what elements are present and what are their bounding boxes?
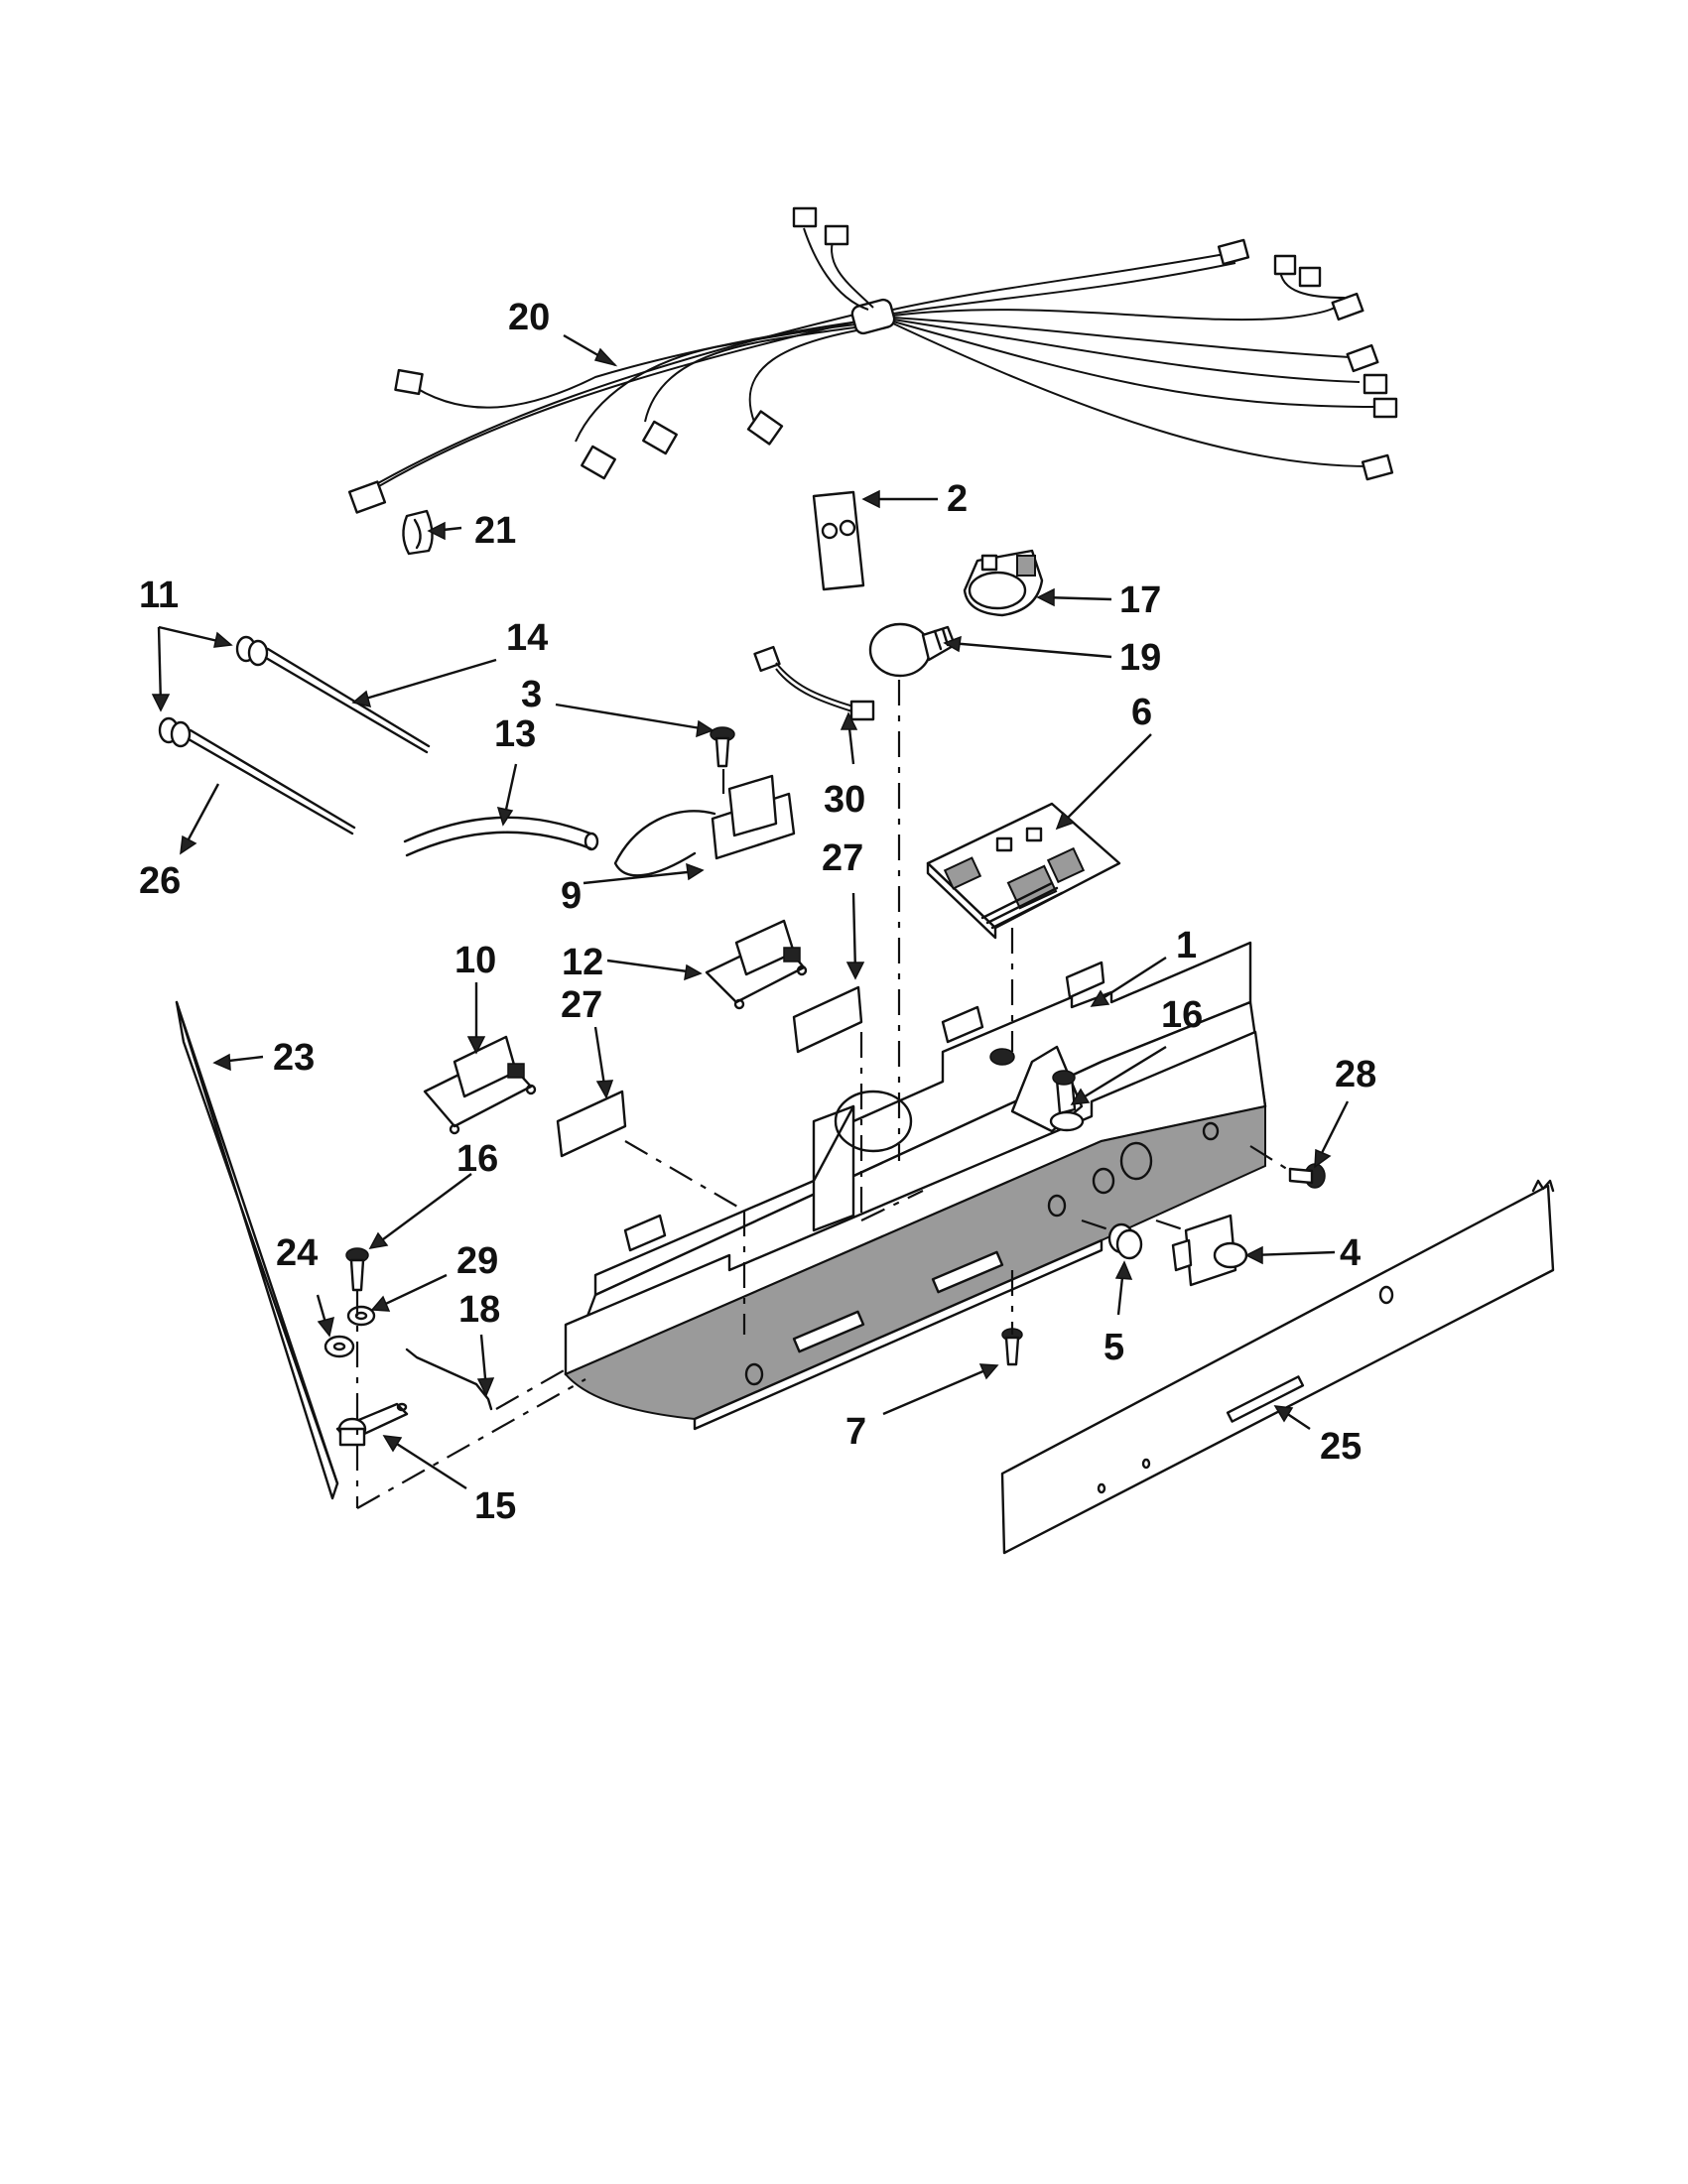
label-lower (556, 1090, 627, 1158)
callout-30: 30 (824, 779, 865, 821)
control-board (926, 802, 1121, 940)
callout-18: 18 (458, 1289, 500, 1331)
callout-12: 12 (562, 942, 603, 983)
alignment-lines (355, 680, 1291, 1509)
callout-24: 24 (276, 1232, 318, 1274)
callout-27b: 27 (561, 984, 602, 1026)
callout-9: 9 (561, 875, 582, 917)
light-switch-knob (1107, 1222, 1143, 1260)
door-seal-strip (175, 1000, 339, 1500)
lamp-socket (963, 549, 1044, 617)
screw-side (1288, 1163, 1326, 1189)
label-upper (792, 985, 863, 1054)
wire-jumper (753, 645, 875, 721)
callout-3: 3 (521, 674, 542, 715)
bolt-lower (345, 1247, 369, 1292)
bolt-upper (1049, 1070, 1085, 1132)
callout-27a: 27 (822, 837, 863, 879)
callout-17: 17 (1119, 579, 1161, 621)
callout-20: 20 (508, 297, 550, 338)
callout-16a: 16 (1161, 994, 1203, 1036)
callout-7: 7 (845, 1411, 866, 1453)
callout-28: 28 (1335, 1054, 1376, 1095)
callout-5: 5 (1104, 1327, 1124, 1368)
callout-6: 6 (1131, 692, 1152, 733)
callout-1: 1 (1176, 925, 1197, 966)
callout-14: 14 (506, 617, 548, 659)
clip-upper (705, 919, 808, 1010)
callout-16b: 16 (456, 1138, 498, 1180)
screw-top (710, 726, 735, 768)
callout-29: 29 (456, 1240, 498, 1282)
callout-11: 11 (139, 575, 179, 616)
control-housing (564, 941, 1267, 1431)
callout-4: 4 (1340, 1232, 1361, 1274)
callout-13: 13 (494, 713, 536, 755)
wire-clip (402, 509, 434, 556)
leader-lines (151, 333, 1350, 1490)
callout-2: 2 (947, 478, 968, 520)
callout-labels: 20 21 2 17 19 11 14 3 13 26 30 6 9 27 10… (139, 297, 1376, 1527)
drain-tube (403, 816, 599, 857)
callout-21: 21 (474, 510, 516, 552)
light-switch (1171, 1214, 1248, 1287)
front-trim (1000, 1179, 1555, 1555)
washer-small (346, 1305, 376, 1327)
light-bulb (868, 622, 957, 678)
hinge-bracket (335, 1402, 409, 1447)
callout-15: 15 (474, 1485, 516, 1527)
cover-plate (812, 490, 865, 591)
damper-switch (613, 774, 796, 877)
callout-23: 23 (273, 1037, 315, 1079)
bushing-lower (158, 716, 356, 835)
callout-25: 25 (1320, 1426, 1362, 1468)
callout-26: 26 (139, 860, 181, 902)
clip-lower (423, 1035, 537, 1135)
bushing-upper (235, 635, 431, 754)
callout-10: 10 (454, 940, 496, 981)
wire-harness (347, 206, 1398, 514)
washer-large (324, 1335, 355, 1358)
hinge-spring (405, 1348, 493, 1411)
callout-19: 19 (1119, 637, 1161, 679)
